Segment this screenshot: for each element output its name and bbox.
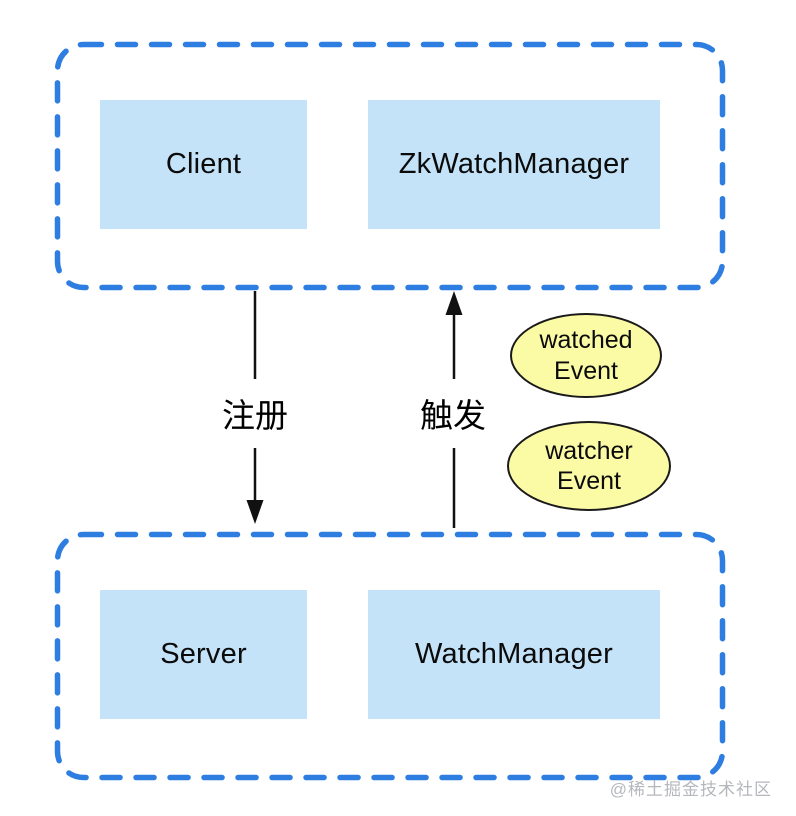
watermark: @稀土掘金技术社区 <box>609 780 772 799</box>
trigger-arrow-label: 触发 <box>416 387 490 439</box>
server-box-label: Server <box>160 638 247 670</box>
watched-event-line1: watched <box>539 326 633 354</box>
zkwatchmanager-box-label: ZkWatchManager <box>398 148 630 180</box>
watcher-event-line2: Event <box>557 467 621 495</box>
zkwatchmanager-box: ZkWatchManager <box>368 100 660 229</box>
watched-event-ellipse: watched Event <box>510 313 662 398</box>
client-box-label: Client <box>165 148 242 180</box>
watchmanager-box: WatchManager <box>368 590 660 719</box>
register-arrow <box>246 291 264 524</box>
server-layer-outline <box>54 531 726 781</box>
watcher-event-ellipse: watcher Event <box>507 421 671 511</box>
client-layer-outline <box>54 41 726 291</box>
client-box: Client <box>100 100 307 229</box>
watched-event-line2: Event <box>554 356 618 385</box>
watcher-event-line1: watcher <box>545 436 633 465</box>
server-box: Server <box>100 590 307 719</box>
register-arrow-label: 注册 <box>218 387 292 439</box>
trigger-arrow <box>445 291 463 528</box>
watchmanager-box-label: WatchManager <box>415 638 613 670</box>
